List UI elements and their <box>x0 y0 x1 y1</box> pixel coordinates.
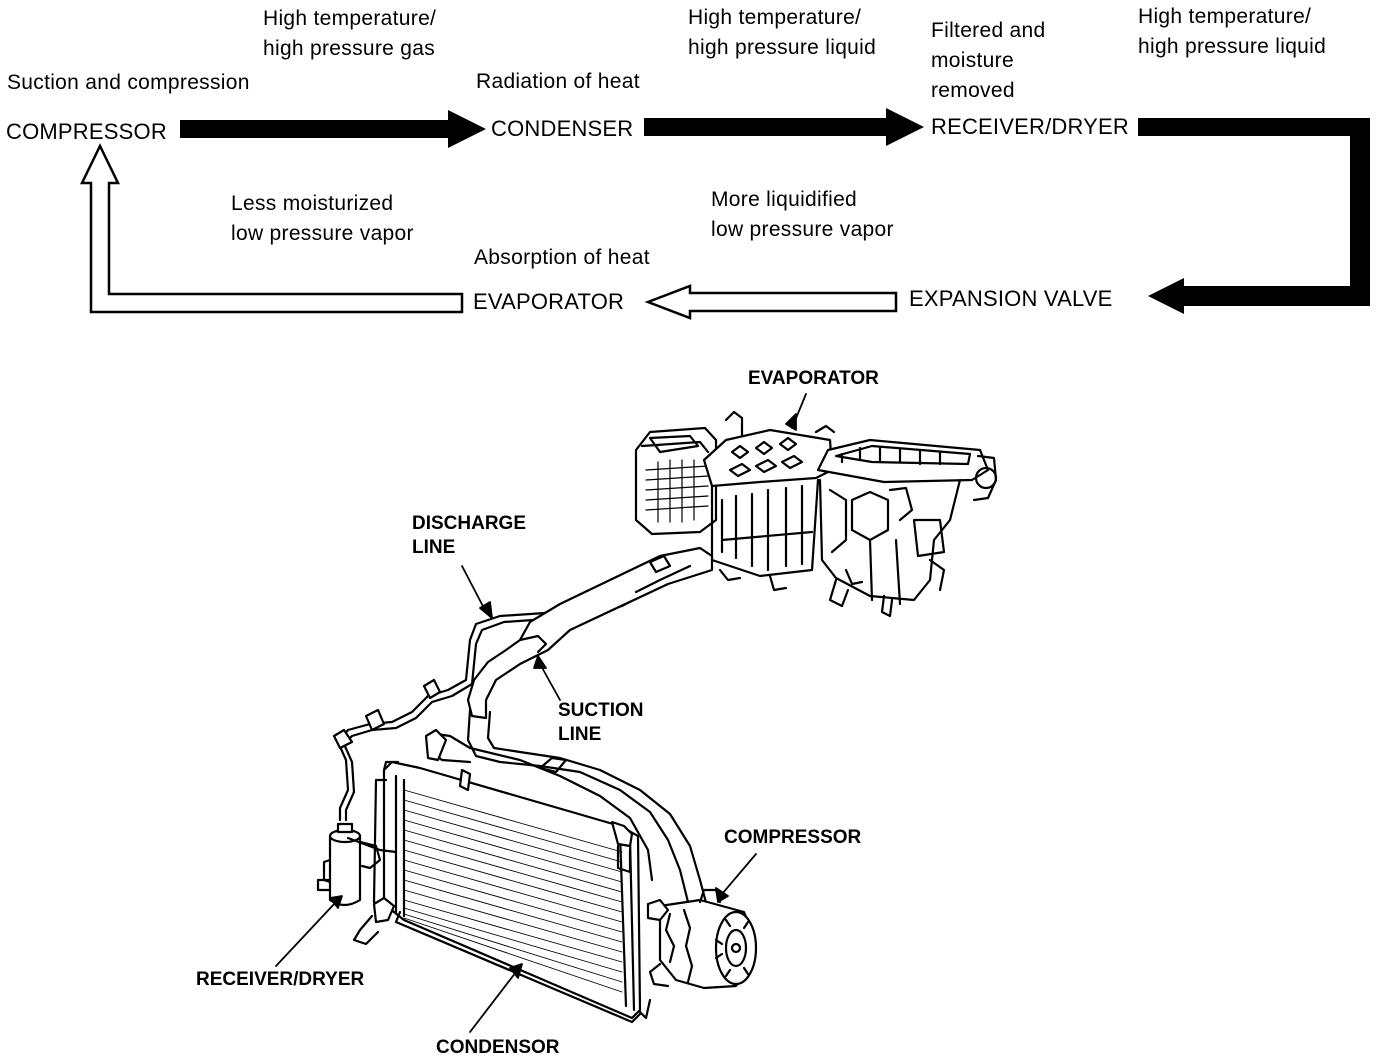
state-receiver-to-expansion: High temperature/ high pressure liquid <box>1138 5 1327 58</box>
callout-evaporator: EVAPORATOR <box>748 368 879 389</box>
flow-receiver-dryer-label: RECEIVER/DRYER <box>931 114 1129 139</box>
callout-leaders <box>275 393 807 1033</box>
condenser-process-label: Radiation of heat <box>476 70 640 93</box>
receiver-dryer-unit <box>316 822 398 907</box>
callout-condensor: CONDENSOR <box>436 1037 560 1058</box>
suction-line <box>466 546 714 922</box>
callout-receiver-dryer: RECEIVER/DRYER <box>196 969 365 990</box>
evaporator-process-label: Absorption of heat <box>474 246 650 269</box>
callout-compressor: COMPRESSOR <box>724 827 862 848</box>
state-expansion-to-evaporator: More liquidified low pressure vapor <box>711 188 894 241</box>
arrow-condenser-to-receiver <box>644 108 924 146</box>
receiver-dryer-process-label: Filtered and moisture removed <box>931 19 1046 102</box>
evaporator-unit <box>634 410 998 618</box>
callout-suction-line: SUCTION LINE <box>558 700 644 745</box>
pressure-switch <box>352 896 396 946</box>
flow-evaporator-label: EVAPORATOR <box>473 289 625 314</box>
compressor-unit <box>646 888 758 990</box>
flow-compressor-label: COMPRESSOR <box>6 119 167 144</box>
compressor-process-label: Suction and compression <box>7 71 250 94</box>
state-condenser-to-receiver: High temperature/ high pressure liquid <box>688 6 877 59</box>
callout-discharge-line: DISCHARGE LINE <box>412 513 527 558</box>
arrow-compressor-to-condenser <box>180 110 486 148</box>
flow-expansion-valve-label: EXPANSION VALVE <box>909 286 1113 311</box>
ac-system-illustration <box>275 393 998 1033</box>
arrow-expansion-to-evaporator <box>644 284 898 320</box>
arrow-evaporator-to-compressor <box>80 143 464 314</box>
liquid-line <box>424 728 654 882</box>
arrow-receiver-to-expansion <box>1138 118 1370 314</box>
state-evaporator-to-compressor: Less moisturized low pressure vapor <box>231 192 414 245</box>
flow-condenser-label: CONDENSER <box>491 116 634 141</box>
state-compressor-to-condenser: High temperature/ high pressure gas <box>263 7 437 60</box>
